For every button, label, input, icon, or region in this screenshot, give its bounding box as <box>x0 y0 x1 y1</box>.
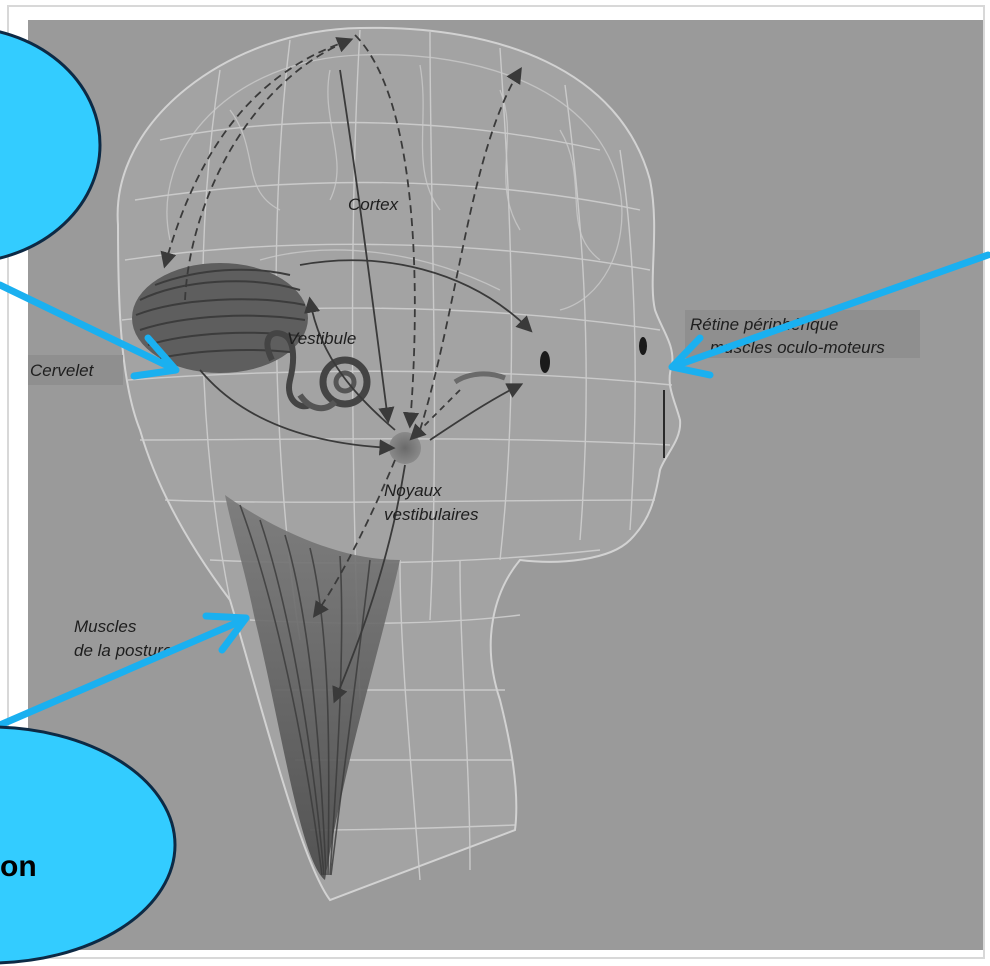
label-cortex: Cortex <box>348 195 399 214</box>
vestibular-nuclei-dot <box>389 432 421 464</box>
label-vestibulaires: vestibulaires <box>384 505 479 524</box>
label-cervelet: Cervelet <box>30 361 95 380</box>
label-muscles: Muscles <box>74 617 137 636</box>
bubble-bottom-text: on <box>0 850 37 883</box>
label-noyaux: Noyaux <box>384 481 442 500</box>
cerebellum-illustration <box>132 263 308 373</box>
far-eye-icon <box>639 337 647 355</box>
eye-icon <box>540 351 550 373</box>
label-vestibule: Vestibule <box>287 329 356 348</box>
